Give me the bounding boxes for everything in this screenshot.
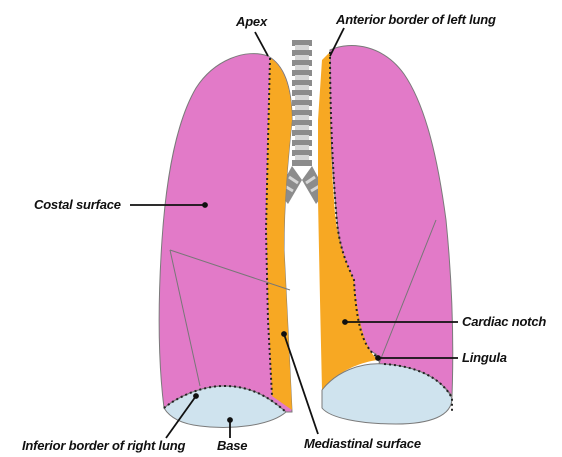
label-mediastinal-surface: Mediastinal surface xyxy=(304,436,421,451)
left-lung xyxy=(318,45,453,424)
label-anterior-border-left-lung: Anterior border of left lung xyxy=(336,12,496,27)
label-inferior-border-right-lung: Inferior border of right lung xyxy=(22,438,185,453)
label-cardiac-notch: Cardiac notch xyxy=(462,314,546,329)
label-apex: Apex xyxy=(236,14,267,29)
label-base: Base xyxy=(217,438,247,453)
label-costal-surface: Costal surface xyxy=(34,197,121,212)
right-lung xyxy=(159,54,292,428)
label-lingula: Lingula xyxy=(462,350,507,365)
